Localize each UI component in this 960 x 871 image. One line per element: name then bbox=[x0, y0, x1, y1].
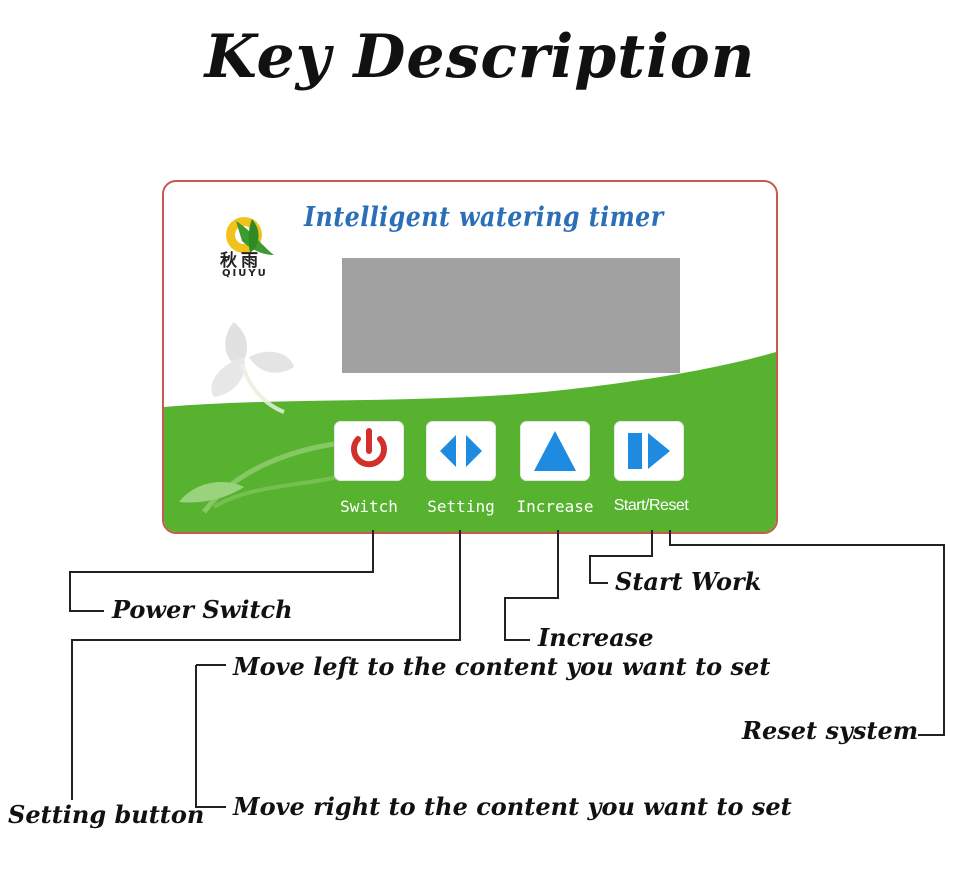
start-reset-button[interactable] bbox=[614, 421, 684, 481]
brand-english: QIUYU bbox=[222, 268, 268, 279]
timer-panel: 秋雨 QIUYU Intelligent watering timer Swit… bbox=[162, 180, 778, 534]
power-icon bbox=[351, 428, 387, 468]
left-right-arrows-icon bbox=[440, 435, 482, 467]
annotation-increase: Increase bbox=[538, 623, 654, 652]
increase-button[interactable] bbox=[520, 421, 590, 481]
up-triangle-icon bbox=[534, 431, 576, 471]
panel-title: Intelligent watering timer bbox=[304, 202, 664, 233]
page-title: Key Description bbox=[204, 22, 756, 92]
increase-label: Increase bbox=[516, 497, 594, 516]
brand-chinese: 秋雨 bbox=[220, 251, 262, 271]
switch-label: Switch bbox=[340, 497, 398, 516]
annotation-start-work: Start Work bbox=[615, 567, 762, 596]
start-reset-label: Start/Reset bbox=[613, 497, 689, 514]
annotation-move-left: Move left to the content you want to set bbox=[233, 652, 771, 681]
setting-button[interactable] bbox=[426, 421, 496, 481]
setting-label: Setting bbox=[427, 497, 495, 516]
annotation-reset-system: Reset system bbox=[742, 716, 919, 745]
annotation-setting-button: Setting button bbox=[8, 800, 205, 829]
flower-decoration bbox=[179, 322, 355, 514]
annotation-power-switch: Power Switch bbox=[112, 595, 293, 624]
annotation-move-right: Move right to the content you want to se… bbox=[233, 792, 792, 821]
qiuyu-logo-icon bbox=[226, 217, 274, 255]
lcd-display bbox=[342, 258, 680, 373]
switch-button[interactable] bbox=[334, 421, 404, 481]
play-icon bbox=[628, 433, 670, 469]
